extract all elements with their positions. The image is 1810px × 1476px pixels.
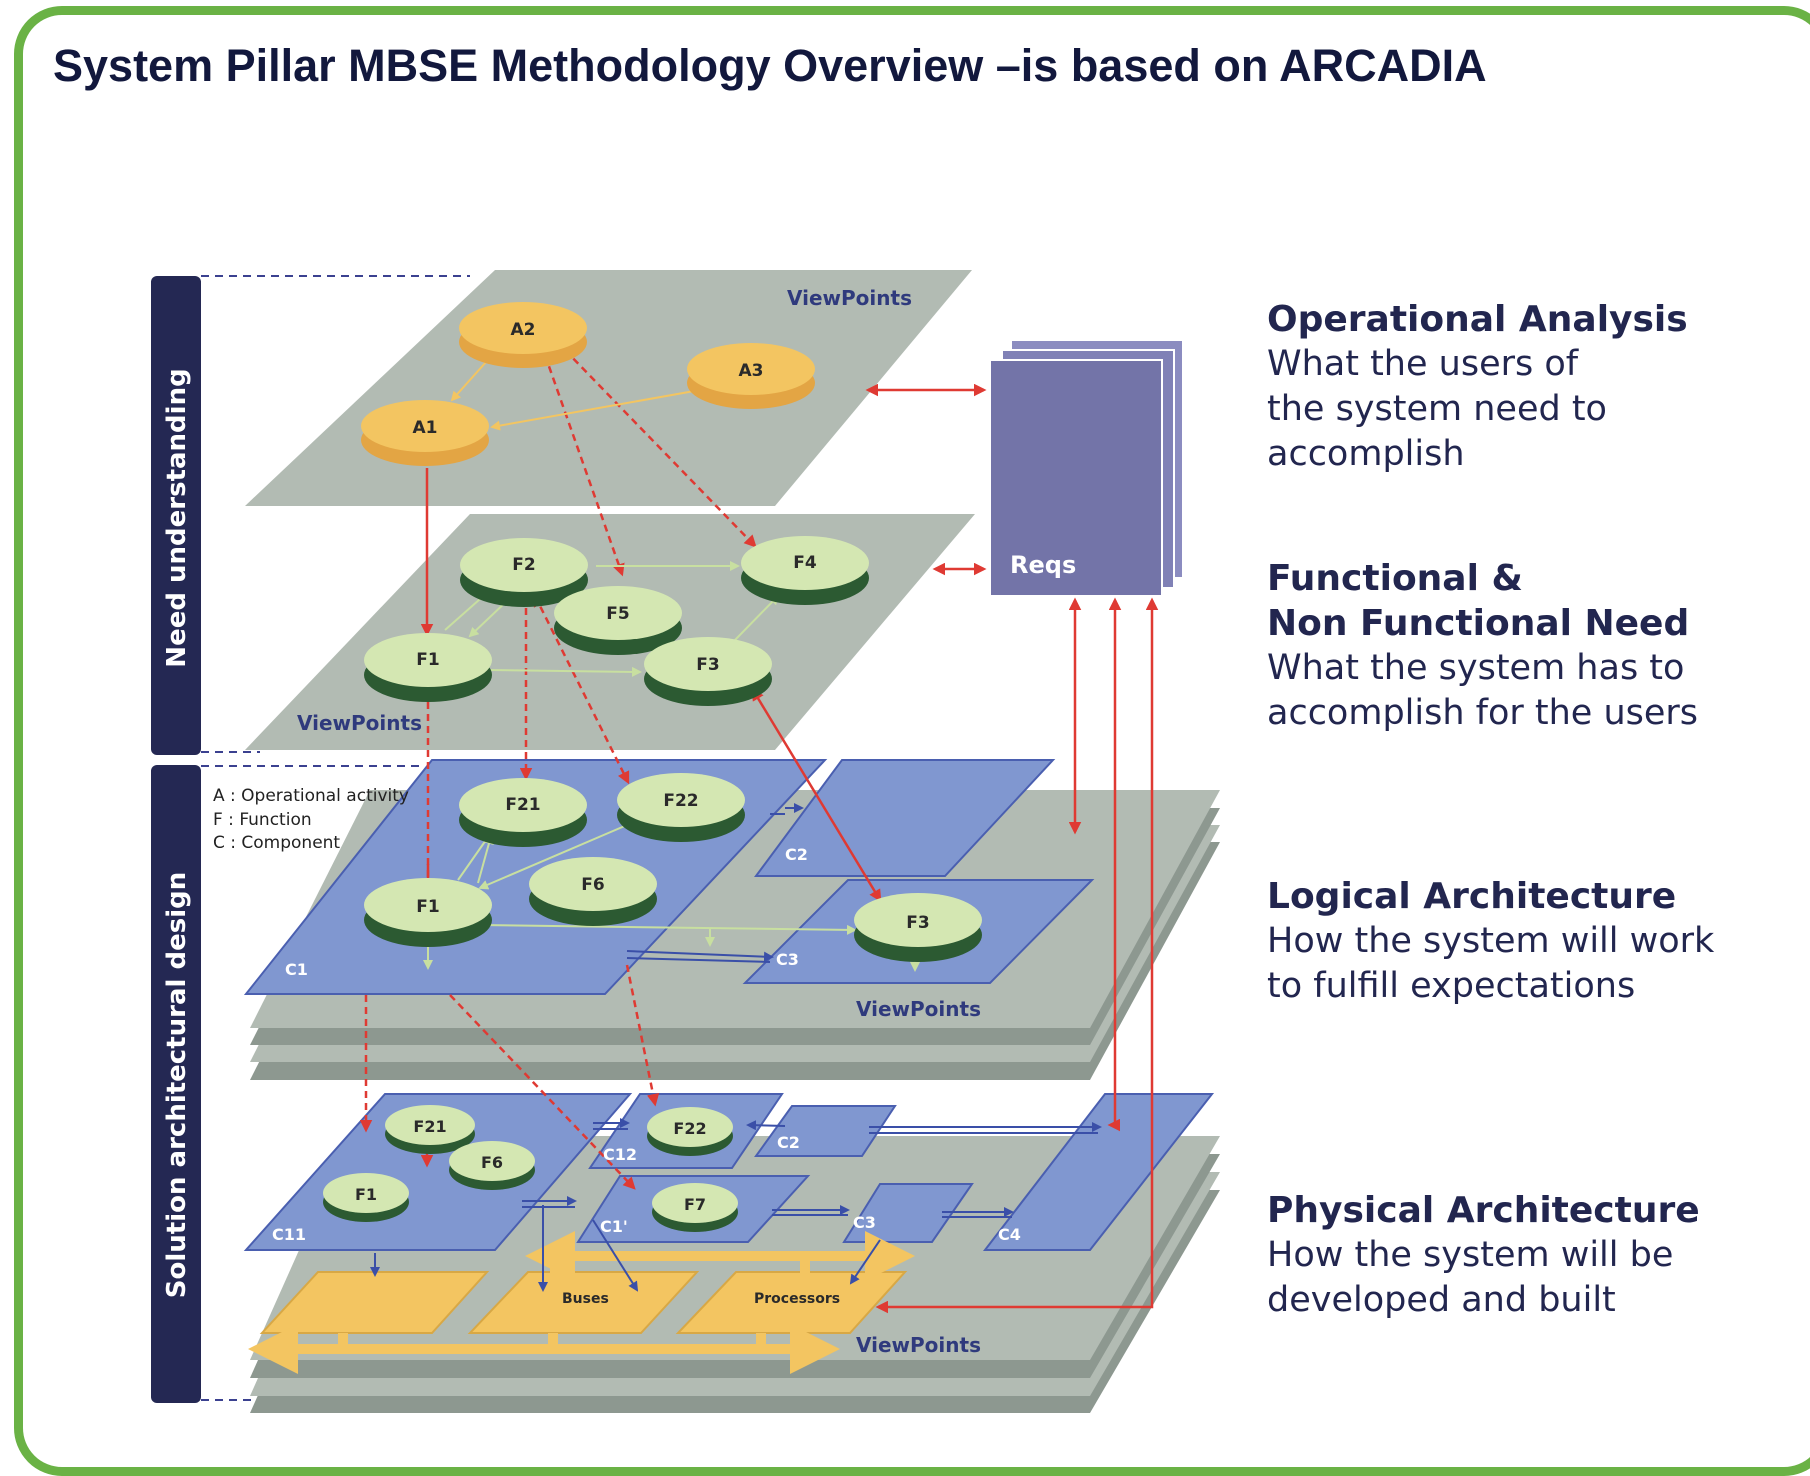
function-node-f4: F4 <box>741 536 869 605</box>
phase-title: Physical Architecture <box>1267 1190 1700 1231</box>
svg-text:F2: F2 <box>512 555 535 575</box>
phase-title: Operational Analysis <box>1267 299 1688 340</box>
svg-text:F3: F3 <box>906 913 929 933</box>
need-understanding-bar <box>151 276 201 755</box>
legend-component: C : Component <box>213 833 340 853</box>
svg-text:F21: F21 <box>505 795 540 815</box>
legend-activity: A : Operational activity <box>213 786 409 806</box>
processors-label: Processors <box>754 1291 840 1307</box>
requirements-stack <box>989 339 1184 597</box>
svg-text:F6: F6 <box>581 875 604 895</box>
svg-text:F1: F1 <box>355 1185 377 1204</box>
logical-component-c1: C1 <box>285 960 308 979</box>
physical-function-f21: F21 <box>385 1105 475 1154</box>
svg-text:F1: F1 <box>416 650 439 670</box>
page-title: System Pillar MBSE Methodology Overview … <box>53 40 1487 91</box>
solution-design-bar <box>151 765 201 1403</box>
svg-text:A1: A1 <box>413 418 438 438</box>
separator-dashes <box>201 275 470 1401</box>
reqs-label: Reqs <box>1010 551 1076 579</box>
physical-component-c11: C11 <box>272 1225 306 1244</box>
svg-text:F6: F6 <box>481 1153 503 1172</box>
svg-text:A2: A2 <box>511 320 536 340</box>
phase-logical-architecture: Logical Architecture How the system will… <box>1267 874 1714 1009</box>
physical-component-c4: C4 <box>998 1225 1021 1244</box>
functional-links <box>423 561 920 972</box>
function-node-f1: F1 <box>364 633 492 702</box>
phase-title: Logical Architecture <box>1267 876 1677 917</box>
operational-viewpoints-label: ViewPoints <box>787 286 912 310</box>
physical-component-c3: C3 <box>853 1213 876 1232</box>
physical-viewpoints-label: ViewPoints <box>856 1333 981 1357</box>
hardware-blocks <box>259 1258 908 1351</box>
function-node-f2: F2 <box>460 538 588 607</box>
activity-node-a3: A3 <box>687 343 815 409</box>
phase-description: How the system will work to fulfill expe… <box>1267 921 1715 1006</box>
component-links <box>370 803 1102 1292</box>
logical-component-c2: C2 <box>785 845 808 864</box>
buses-label: Buses <box>562 1291 609 1307</box>
svg-text:F22: F22 <box>673 1119 706 1138</box>
logical-viewpoints-label: ViewPoints <box>856 997 981 1021</box>
activity-node-a1: A1 <box>361 400 489 466</box>
phase-description: How the system will be developed and bui… <box>1267 1235 1674 1320</box>
functional-viewpoints-label: ViewPoints <box>297 711 422 735</box>
function-node-f3: F3 <box>644 637 772 706</box>
function-node-f5: F5 <box>554 586 682 655</box>
physical-function-f1: F1 <box>323 1173 409 1222</box>
solution-design-label: Solution architectural design <box>162 872 192 1298</box>
phase-description: What the system has to accomplish for th… <box>1267 648 1699 733</box>
svg-text:F1: F1 <box>416 897 439 917</box>
physical-function-f7: F7 <box>652 1183 738 1232</box>
phase-description: What the users of the system need to acc… <box>1267 344 1607 474</box>
svg-text:F21: F21 <box>413 1117 446 1136</box>
logical-function-f21: F21 <box>459 778 587 847</box>
physical-component-c1-prime: C1' <box>600 1217 628 1236</box>
svg-text:F5: F5 <box>606 604 629 624</box>
legend-function: F : Function <box>213 810 312 830</box>
logical-function-f22: F22 <box>617 773 745 842</box>
trace-links <box>359 349 1159 1314</box>
need-understanding-label: Need understanding <box>162 368 192 667</box>
logical-function-f1: F1 <box>364 878 492 947</box>
svg-text:F4: F4 <box>793 553 817 573</box>
phase-title: Functional & Non Functional Need <box>1267 558 1690 644</box>
physical-function-f6: F6 <box>449 1141 535 1190</box>
svg-text:F22: F22 <box>663 791 698 811</box>
phase-operational-analysis: Operational Analysis What the users of t… <box>1267 297 1688 477</box>
svg-text:F3: F3 <box>696 655 719 675</box>
logical-function-f6: F6 <box>529 857 657 926</box>
physical-component-c2: C2 <box>777 1133 800 1152</box>
phase-functional-need: Functional & Non Functional Need What th… <box>1267 556 1698 736</box>
svg-text:A3: A3 <box>739 361 764 381</box>
logical-function-f3: F3 <box>854 893 982 962</box>
svg-text:F7: F7 <box>684 1195 706 1214</box>
phase-physical-architecture: Physical Architecture How the system wil… <box>1267 1188 1700 1323</box>
activity-node-a2: A2 <box>459 302 587 368</box>
logical-component-c3: C3 <box>776 950 799 969</box>
physical-function-f22: F22 <box>647 1107 733 1156</box>
physical-component-c12: C12 <box>603 1145 637 1164</box>
